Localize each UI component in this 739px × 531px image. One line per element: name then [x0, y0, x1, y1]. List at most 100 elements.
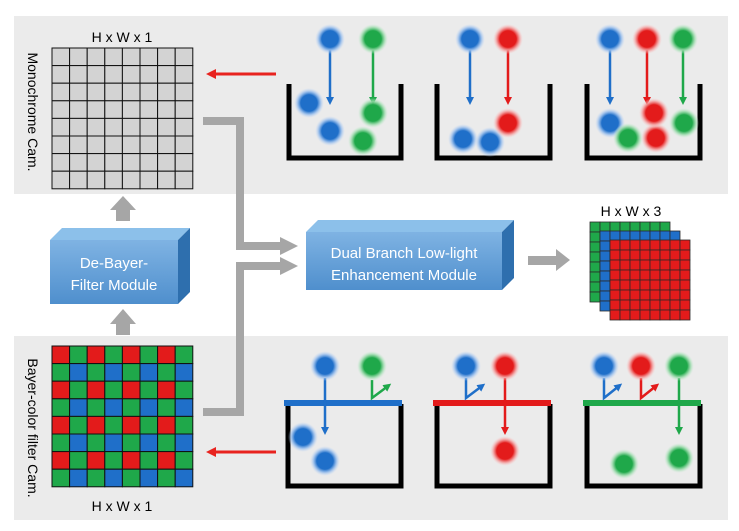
arrow-to-output [528, 249, 570, 271]
mono-cell [174, 135, 194, 155]
bayer-cell [174, 415, 194, 435]
bayer-cell [139, 363, 159, 382]
green-photon [664, 351, 694, 381]
mono-cell [69, 82, 88, 102]
mono-cell [139, 170, 159, 190]
blue-photon [310, 446, 340, 476]
red-photon [641, 123, 671, 153]
mono-cell [104, 153, 123, 172]
bayer-cell [86, 345, 106, 365]
mono-cell [51, 170, 71, 190]
mono-cell [139, 65, 159, 84]
mono-cell [51, 100, 71, 119]
red-photon [632, 24, 662, 54]
blue-photon [589, 351, 619, 381]
bayer-cell [157, 468, 176, 488]
mono-cell [121, 170, 141, 190]
green-photon [609, 449, 639, 479]
bayer-well-2 [433, 400, 553, 489]
up-arrow-to-mono [110, 196, 136, 221]
blue-photon [315, 116, 345, 146]
mono-cell [174, 170, 194, 190]
bayer-cell [104, 363, 123, 382]
mono-cell [121, 82, 141, 102]
mono-cell [139, 47, 159, 67]
bayer-cell [174, 451, 194, 470]
blue-photon [294, 88, 324, 118]
mono-cell [104, 170, 123, 190]
mono-cell [69, 47, 88, 67]
bayer-cell [69, 451, 88, 470]
bayer-cell [157, 451, 176, 470]
mono-cell [157, 65, 176, 84]
bayer-cell [86, 380, 106, 400]
bayer-cell [157, 398, 176, 417]
mono-cell [51, 47, 71, 67]
bayer-cell [121, 433, 141, 453]
bayer-cell [174, 433, 194, 453]
bayer-cell [121, 398, 141, 417]
mono-well-1 [286, 84, 404, 161]
mono-cell [139, 153, 159, 172]
bayer-cell [51, 468, 71, 488]
mono-cell [121, 65, 141, 84]
debayer-label-line2: Filter Module [71, 277, 158, 294]
mono-cell [139, 100, 159, 119]
mono-cell [157, 82, 176, 102]
mono-cell [157, 135, 176, 155]
blue-photon [451, 351, 481, 381]
mono-cell [104, 135, 123, 155]
green-photon [664, 443, 694, 473]
green-photon [668, 24, 698, 54]
mono-cell [139, 135, 159, 155]
red-photon [626, 351, 656, 381]
mono-cell [51, 117, 71, 137]
bayer-cell [69, 468, 88, 488]
mono-cell [174, 47, 194, 67]
bayer-cell [104, 468, 123, 488]
bayer-cell [121, 380, 141, 400]
bayer-cell [104, 415, 123, 435]
bayer-cell [51, 415, 71, 435]
bayer-cell [69, 363, 88, 382]
mono-cell [86, 117, 106, 137]
bayer-cell [51, 433, 71, 453]
bayer-cell [51, 363, 71, 382]
mono-cell [51, 153, 71, 172]
mono-cell [51, 82, 71, 102]
bayer-cell [121, 363, 141, 382]
blue-photon [288, 422, 318, 452]
mono-cell [121, 117, 141, 137]
bayer-cell [104, 380, 123, 400]
up-arrow-from-bayer [110, 309, 136, 335]
connector-mono-to-dual [203, 117, 298, 255]
output-rgb-stack [589, 221, 691, 321]
bayer-cell [174, 363, 194, 382]
bayer-cell [86, 415, 106, 435]
bayer-cell [104, 345, 123, 365]
blue-filter-bar [284, 400, 402, 406]
mono-well-2 [434, 84, 553, 161]
mono-cell [86, 135, 106, 155]
mono-cell [51, 65, 71, 84]
mono-cell [104, 82, 123, 102]
mono-cell [121, 153, 141, 172]
mono-cell [104, 47, 123, 67]
green-photon [357, 351, 387, 381]
blue-photon [315, 24, 345, 54]
mono-cell [86, 153, 106, 172]
bayer-cell [139, 415, 159, 435]
bayer-cell [86, 398, 106, 417]
mono-cell [157, 170, 176, 190]
bayer-cell [157, 380, 176, 400]
bayer-cell [69, 380, 88, 400]
bayer-cell [86, 433, 106, 453]
mono-cell [86, 170, 106, 190]
mono-cell [157, 117, 176, 137]
red-filter-bar [433, 400, 551, 406]
mono-cell [86, 47, 106, 67]
bayer-cell [86, 468, 106, 488]
debayer-label-line1: De-Bayer- [80, 255, 148, 272]
photon-dots [288, 24, 699, 479]
